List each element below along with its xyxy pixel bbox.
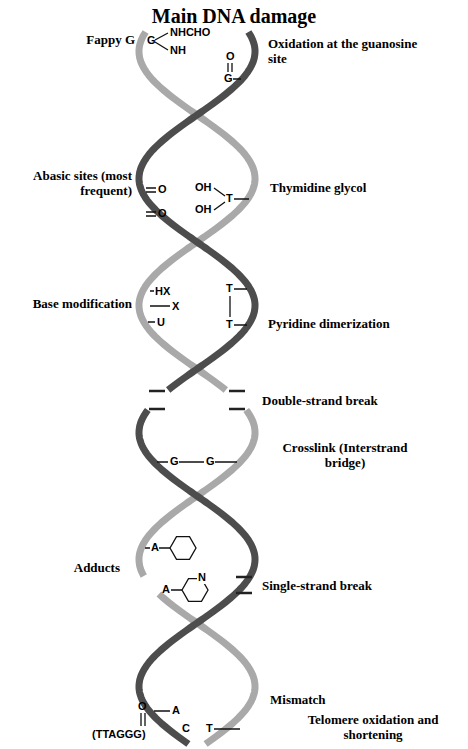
damage-label: Oxidation at the guanosine site — [268, 36, 433, 66]
damage-label: Base modification — [22, 296, 132, 311]
chemical-bonds — [141, 33, 249, 729]
chemical-label: G — [147, 34, 156, 47]
damage-label: Fappy G — [25, 32, 135, 47]
chemical-label: O — [138, 700, 147, 713]
diagram-title: Main DNA damage — [0, 4, 468, 28]
damage-label: Thymidine glycol — [270, 180, 430, 195]
chemical-label: (TTAGGG) — [92, 728, 146, 741]
dna-strand — [139, 32, 255, 390]
cyclohexane-ring — [170, 537, 196, 560]
damage-label: Double-strand break — [262, 393, 452, 408]
chemical-label: G — [206, 455, 215, 468]
chemical-label: T — [226, 318, 233, 331]
chemical-label: G — [224, 72, 233, 85]
chemical-label: HX — [155, 285, 170, 298]
damage-label: Telomere oxidation and shortening — [288, 712, 458, 742]
chemical-label: O — [226, 50, 235, 63]
chemical-label: OH — [195, 203, 212, 216]
chemical-label: O — [158, 207, 167, 220]
chemical-label: T — [226, 282, 233, 295]
chemical-label: T — [226, 192, 233, 205]
chemical-label: X — [172, 300, 179, 313]
chemical-label: T — [206, 722, 213, 735]
chemical-label: U — [157, 316, 165, 329]
chemical-label: C — [182, 722, 190, 735]
damage-label: Pyridine dimerization — [268, 316, 448, 331]
damage-label: Mismatch — [270, 692, 420, 707]
chemical-label: A — [162, 583, 170, 596]
damage-label: Single-strand break — [262, 578, 452, 593]
damage-label: Abasic sites (most frequent) — [10, 168, 132, 198]
chemical-label: NHCHO — [170, 26, 210, 39]
break-ticks — [149, 391, 252, 593]
damage-label: Crosslink (Interstrand bridge) — [275, 440, 415, 470]
chemical-label: OH — [195, 181, 212, 194]
chemical-label: N — [197, 571, 207, 584]
chemical-label: O — [158, 183, 167, 196]
damage-label: Adducts — [10, 560, 120, 575]
chemical-label: A — [151, 541, 159, 554]
chemical-label: G — [170, 455, 179, 468]
helix-strands — [139, 32, 255, 744]
dna-strand — [139, 32, 255, 390]
chemical-label: A — [172, 704, 180, 717]
chemical-label: NH — [170, 44, 186, 57]
